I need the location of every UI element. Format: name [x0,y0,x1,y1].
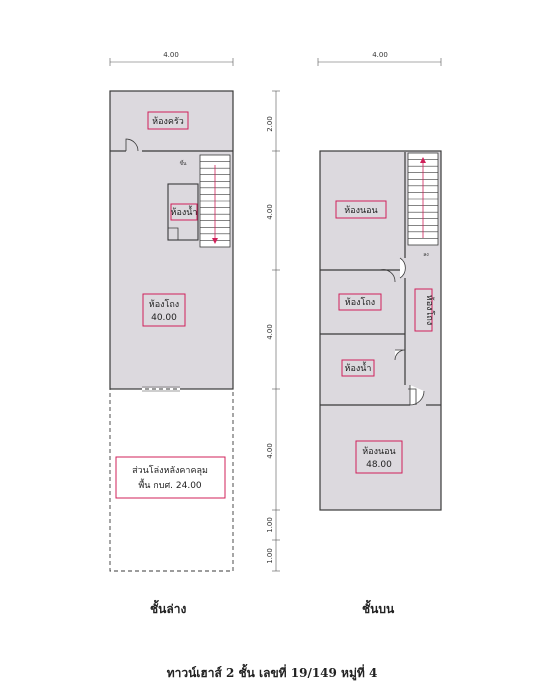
lower-floor-caption: ชั้นล่าง [150,602,187,616]
lower-hall-area: 40.00 [151,313,177,323]
lower-width-dimension: 4.00 [163,51,179,59]
stair-arrow-head [212,238,218,244]
vdim-6: 1.00 [266,548,274,564]
vdim-4: 4.00 [266,443,274,459]
lower-hall-label-box [142,293,186,327]
bathroom-door [168,227,179,240]
carport-outline [109,388,234,572]
bathroom-door [394,349,406,361]
kitchen-label-box [147,111,189,130]
stair-down-label: ลง [423,252,429,258]
upper-bedroom1-label-box [335,200,387,219]
vdim-2: 4.00 [266,204,274,220]
upper-floor-plan: 4.00 ลง ห้องนอน ห้องโถง ห้องโถง [317,51,442,511]
upper-bedroom1-label: ห้องนอน [344,205,377,216]
lower-floor-plan: 4.00 ขึ้น ห้องครัว ห้องน้ำ [109,51,234,572]
hall-door [379,269,396,283]
upper-bathroom-label-box [341,359,375,377]
upper-floor-caption: ชั้นบน [362,602,395,616]
lower-bathroom-label: ห้องน้ำ [171,205,198,218]
bedroom2-door [409,385,425,406]
lower-hall-label: ห้องโถง [149,299,179,310]
stair-up-label: ขึ้น [180,158,187,167]
upper-bathroom-label: ห้องน้ำ [345,361,372,374]
stair-arrow-head [420,157,426,163]
lower-bathroom-label-box [170,203,198,221]
upper-hall-label-box [338,293,382,311]
vertical-dimensions: 2.00 4.00 4.00 4.00 1.00 1.00 [266,90,280,572]
carport-area: พื้น กบศ. 24.00 [138,478,202,491]
upper-hall-label: ห้องโถง [345,297,375,308]
lower-stair: ขึ้น [180,154,231,248]
kitchen-label: ห้องครัว [152,116,184,127]
corridor-label-box [414,288,433,332]
corridor-label: ห้องโถง [424,295,435,325]
upper-stair: ลง [407,152,439,258]
bedroom1-door [399,257,406,279]
vdim-5: 1.00 [266,517,274,533]
door-frame [408,388,417,405]
plan-title: ทาวน์เฮาส์ 2 ชั้น เลขที่ 19/149 หมู่ที่ … [166,666,378,680]
upper-bedroom2-label: ห้องนอน [362,446,395,457]
upper-bedroom2-label-box [355,440,403,474]
upper-width-dimension: 4.00 [372,51,388,59]
carport-label: ส่วนโล่งหลังคาคลุม [132,465,208,476]
kitchen-door [125,138,139,152]
carport-label-box [115,456,226,499]
upper-bedroom2-area: 48.00 [366,460,392,470]
vdim-1: 2.00 [266,116,274,132]
vdim-3: 4.00 [266,324,274,340]
lower-bathroom-walls [167,183,199,241]
